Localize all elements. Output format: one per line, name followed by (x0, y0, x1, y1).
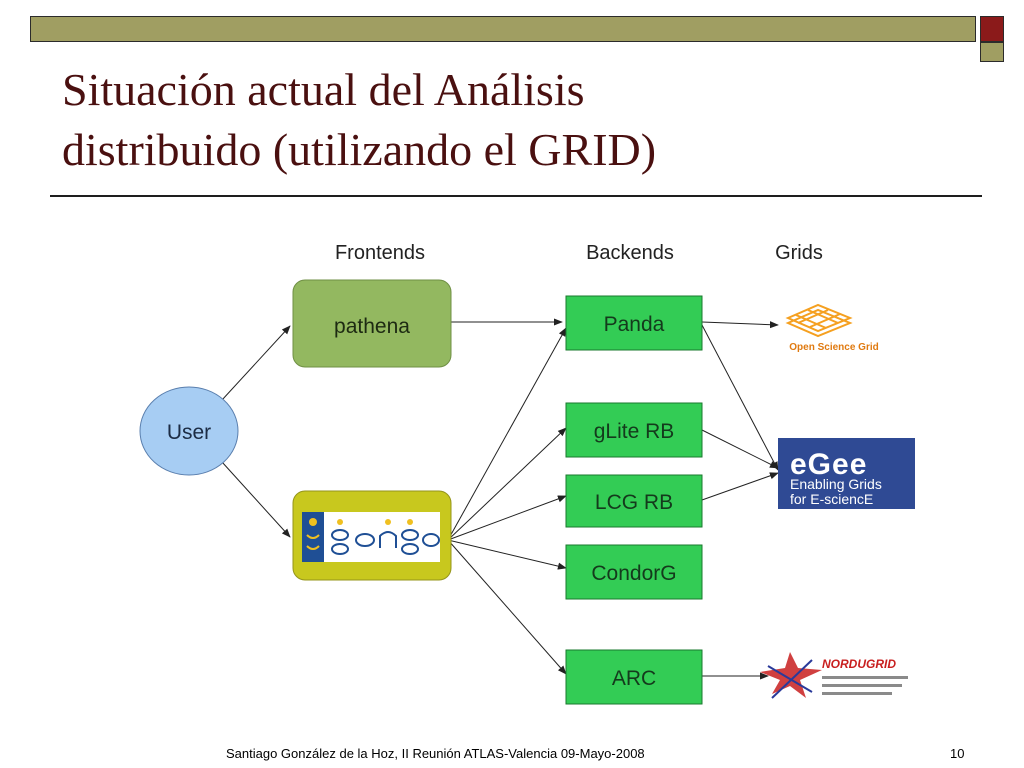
backend-glite-box (565, 402, 703, 458)
backend-condorg-box (565, 544, 703, 600)
arrow-user-to-pathena (221, 325, 291, 401)
frontend-pathena-box (292, 279, 452, 368)
osg-label: Open Science Grid (789, 342, 878, 353)
arrow-ganga-to-panda (447, 327, 567, 541)
header-backends: Backends (586, 242, 674, 264)
arrow-panda-to-osg (701, 321, 779, 329)
backend-lcg-box (565, 474, 703, 528)
ganga-logo (302, 512, 440, 562)
nordugrid-logo: NORDUGRID (760, 652, 908, 699)
nordugrid-label: NORDUGRID (822, 657, 896, 671)
frontend-pathena-label: pathena (334, 315, 410, 338)
backend-glite-label: gLite RB (594, 420, 675, 443)
header-grids: Grids (775, 242, 823, 264)
title-line-1: Situación actual del Análisis (62, 64, 585, 115)
arrow-user-to-ganga (221, 461, 291, 538)
egee-line-1: Enabling Grids (790, 476, 882, 492)
backend-panda-label: Panda (604, 313, 665, 336)
user-node (139, 386, 239, 476)
page-number: 10 (950, 746, 965, 761)
corner-square-red (980, 16, 1004, 42)
title-underline (50, 195, 982, 197)
arrow-ganga-to-condorg (447, 539, 567, 570)
arrow-ganga-to-glite (447, 427, 567, 541)
title-line-2: distribuido (utilizando el GRID) (62, 124, 657, 175)
connector-arrows (221, 318, 779, 680)
backend-condorg-label: CondorG (591, 562, 676, 585)
arrow-ganga-to-lcg (447, 495, 567, 541)
backend-panda-box (565, 295, 703, 351)
top-decorative-bar (30, 16, 976, 42)
backend-lcg-label: LCG RB (595, 491, 673, 514)
arrow-lcg-to-egee (701, 472, 779, 501)
osg-logo: Open Science Grid (785, 303, 879, 353)
header-frontends: Frontends (335, 242, 425, 264)
arrow-glite-to-egee (701, 429, 779, 469)
footer-text: Santiago González de la Hoz, II Reunión … (226, 746, 645, 761)
egee-logo-bg (778, 438, 915, 509)
corner-square-olive (980, 42, 1004, 62)
arrow-ganga-to-arc (447, 539, 567, 675)
user-label: User (167, 421, 211, 444)
arrow-panda-to-egee (701, 324, 779, 471)
backend-arc-label: ARC (612, 667, 656, 690)
egee-word: eGee (790, 448, 867, 481)
egee-logo: eGee Enabling Grids for E-sciencE (778, 438, 915, 509)
egee-line-2: for E-sciencE (790, 491, 873, 507)
backend-arc-box (565, 649, 703, 705)
slide-title: Situación actual del Análisis distribuid… (62, 60, 962, 180)
